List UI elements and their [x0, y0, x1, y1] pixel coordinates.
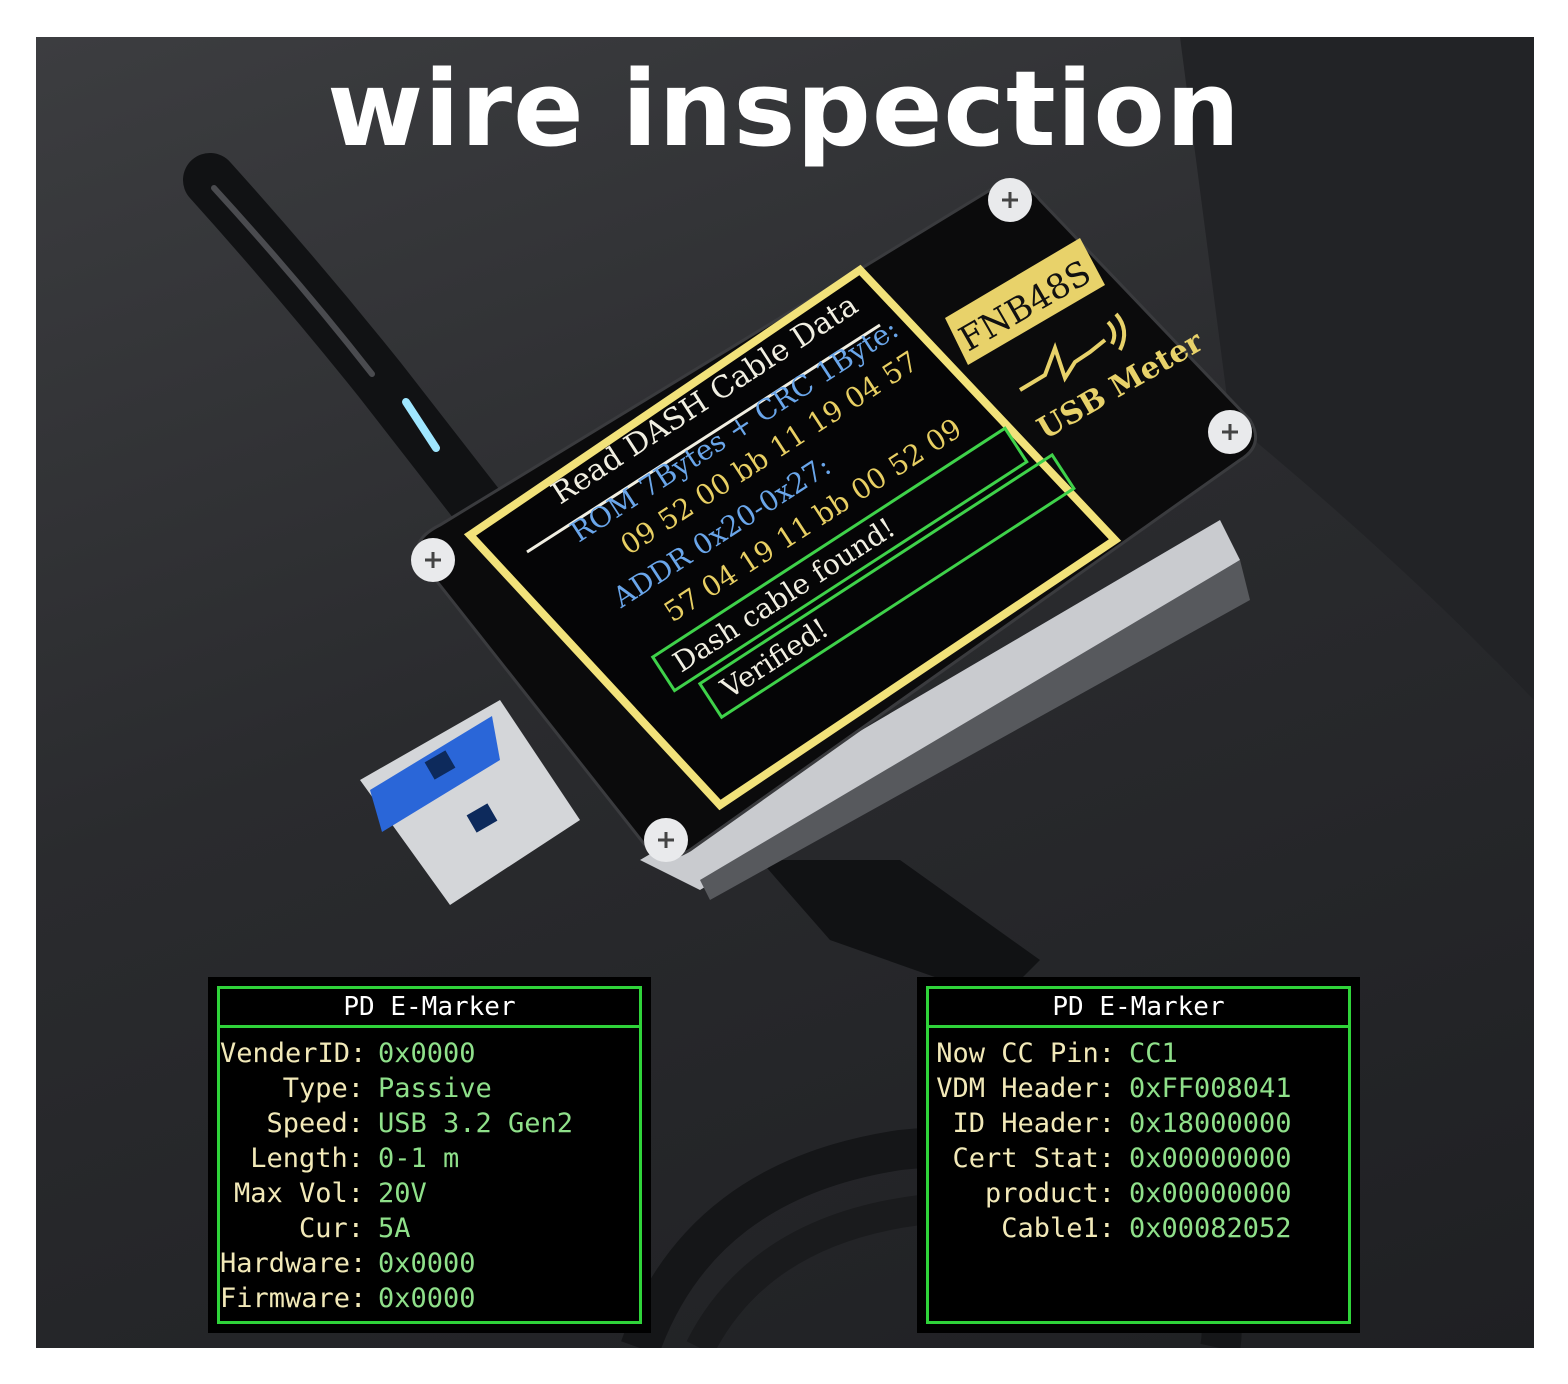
row-label: Now CC Pin:	[936, 1038, 1115, 1069]
row-value: 0x0000	[378, 1248, 476, 1279]
info-row: Type: Passive	[220, 1071, 639, 1106]
info-row: Firmware: 0x0000	[220, 1281, 639, 1316]
info-row: ID Header: 0x18000000	[929, 1106, 1348, 1141]
row-value: 0x0000	[378, 1038, 476, 1069]
emarker-panel-right: PD E-Marker Now CC Pin: CC1 VDM Header: 0x…	[917, 977, 1360, 1333]
cable-bottom	[760, 860, 1040, 1000]
row-value: 0x00000000	[1129, 1178, 1292, 1209]
info-row: Max Vol: 20V	[220, 1176, 639, 1211]
info-row: Length: 0-1 m	[220, 1141, 639, 1176]
info-row: product: 0x00000000	[929, 1176, 1348, 1211]
row-value: 5A	[378, 1213, 411, 1244]
row-label: VDM Header:	[936, 1073, 1115, 1104]
row-value: 0x00082052	[1129, 1213, 1292, 1244]
row-value: 0-1 m	[378, 1143, 460, 1174]
screw-top	[988, 178, 1032, 222]
screw-bottom	[644, 818, 688, 862]
table-edge	[1180, 37, 1534, 700]
headline: wire inspection	[327, 48, 1241, 170]
info-row: VDM Header: 0xFF008041	[929, 1071, 1348, 1106]
row-value: 20V	[378, 1178, 427, 1209]
row-label: Max Vol:	[233, 1178, 364, 1209]
row-value: 0x18000000	[1129, 1108, 1292, 1139]
row-value: 0x00000000	[1129, 1143, 1292, 1174]
row-value: 0x0000	[378, 1283, 476, 1314]
row-label: Cable1:	[1001, 1213, 1115, 1244]
led-indicator	[402, 398, 440, 452]
row-label: Firmware:	[220, 1283, 367, 1314]
row-label: Speed:	[266, 1108, 364, 1139]
info-row: Now CC Pin: CC1	[929, 1036, 1348, 1071]
row-label: product:	[984, 1178, 1115, 1209]
row-value: CC1	[1129, 1038, 1178, 1069]
row-label: ID Header:	[952, 1108, 1115, 1139]
screw-left	[411, 538, 455, 582]
info-row: Hardware: 0x0000	[220, 1246, 639, 1281]
status-verified-box	[697, 452, 1076, 720]
signal-waves-icon	[1106, 312, 1127, 351]
pulse-icon	[1018, 338, 1107, 392]
row-label: VenderID:	[220, 1038, 367, 1069]
screw-right	[1208, 410, 1252, 454]
info-row: Speed: USB 3.2 Gen2	[220, 1106, 639, 1141]
row-label: Cur:	[298, 1213, 364, 1244]
row-label: Hardware:	[220, 1248, 367, 1279]
usb-a-plug	[360, 700, 580, 905]
row-value: 0xFF008041	[1129, 1073, 1292, 1104]
info-row: VenderID: 0x0000	[220, 1036, 639, 1071]
row-value: USB 3.2 Gen2	[378, 1108, 574, 1139]
device-side	[640, 520, 1240, 890]
panel-title: PD E-Marker	[220, 989, 639, 1028]
row-label: Cert Stat:	[952, 1143, 1115, 1174]
panel-title: PD E-Marker	[929, 989, 1348, 1028]
info-row: Cert Stat: 0x00000000	[929, 1141, 1348, 1176]
info-row: Cur: 5A	[220, 1211, 639, 1246]
device-side-dark	[700, 560, 1250, 900]
info-row: Cable1: 0x00082052	[929, 1211, 1348, 1246]
cable-top-highlight	[211, 185, 375, 377]
row-label: Type:	[282, 1073, 364, 1104]
row-value: Passive	[378, 1073, 492, 1104]
emarker-panel-left: PD E-Marker VenderID: 0x0000 Type: Passive…	[208, 977, 651, 1333]
row-label: Length:	[250, 1143, 364, 1174]
status-found-box	[650, 426, 1029, 693]
